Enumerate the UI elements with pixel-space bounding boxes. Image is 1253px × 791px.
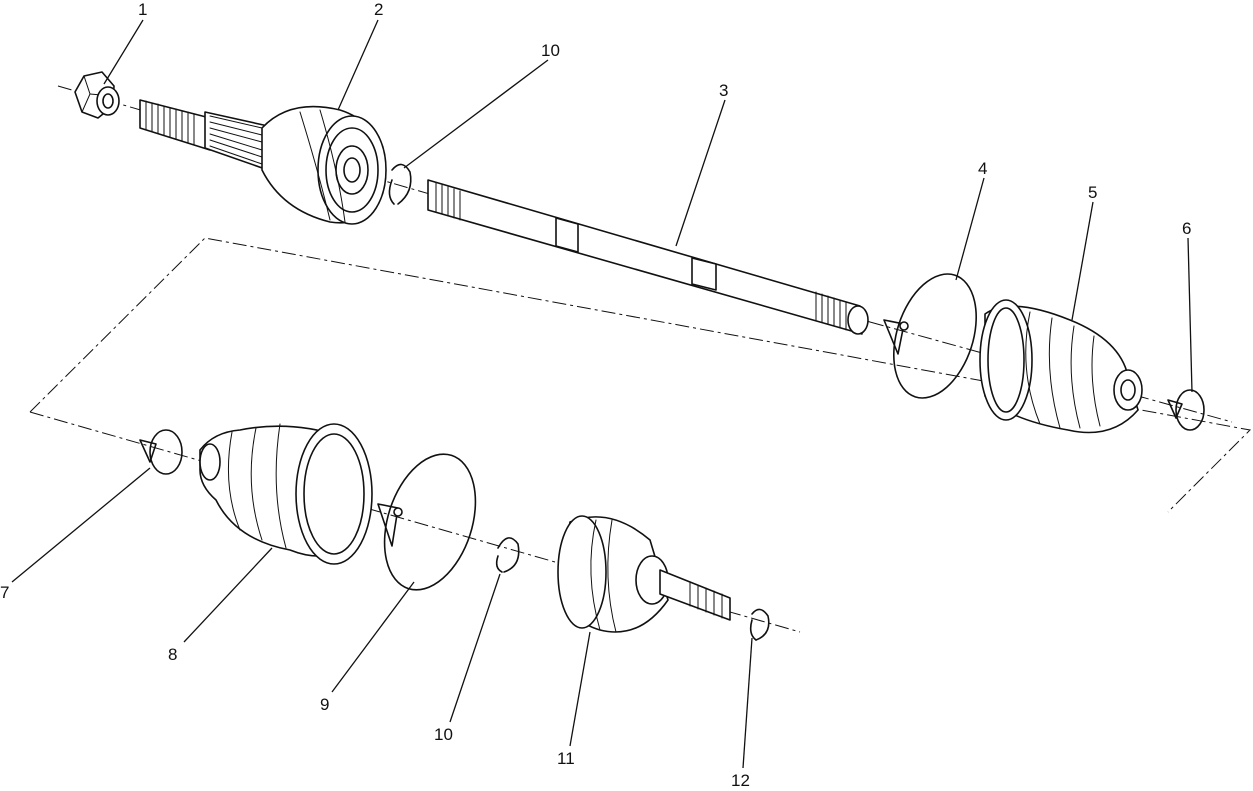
callout-1: 1 [138,0,147,19]
part-11-joint-housing [557,515,731,633]
part-1-nut [74,71,120,119]
part-8-boot [199,423,373,565]
callout-10-upper: 10 [541,41,560,60]
callout-3: 3 [719,81,728,100]
part-4-boot-clamp [883,273,977,399]
part-9-boot-clamp [377,453,477,591]
callout-12: 12 [731,771,750,790]
callout-6: 6 [1182,219,1191,238]
part-2-outer-cv-joint [139,99,387,225]
part-3-axle-shaft [427,179,869,335]
callout-8: 8 [168,645,177,664]
part-10-lower-snap-ring [495,537,520,573]
callout-11: 11 [557,749,575,768]
callout-4: 4 [978,159,987,178]
part-7-small-clamp [139,429,183,475]
callout-10-lower: 10 [434,725,453,744]
part-6-small-clamp [1167,389,1205,431]
callout-2: 2 [374,0,383,19]
part-10-upper-snap-ring [388,163,412,205]
leader-lines [11,19,1193,769]
callout-numbers: 1 2 3 4 5 6 7 8 9 10 10 11 12 [0,0,1191,790]
callout-5: 5 [1088,183,1097,202]
callout-9: 9 [320,695,329,714]
callout-7: 7 [0,583,9,602]
part-12-retaining-ring [749,608,770,641]
part-5-boot [979,299,1143,434]
